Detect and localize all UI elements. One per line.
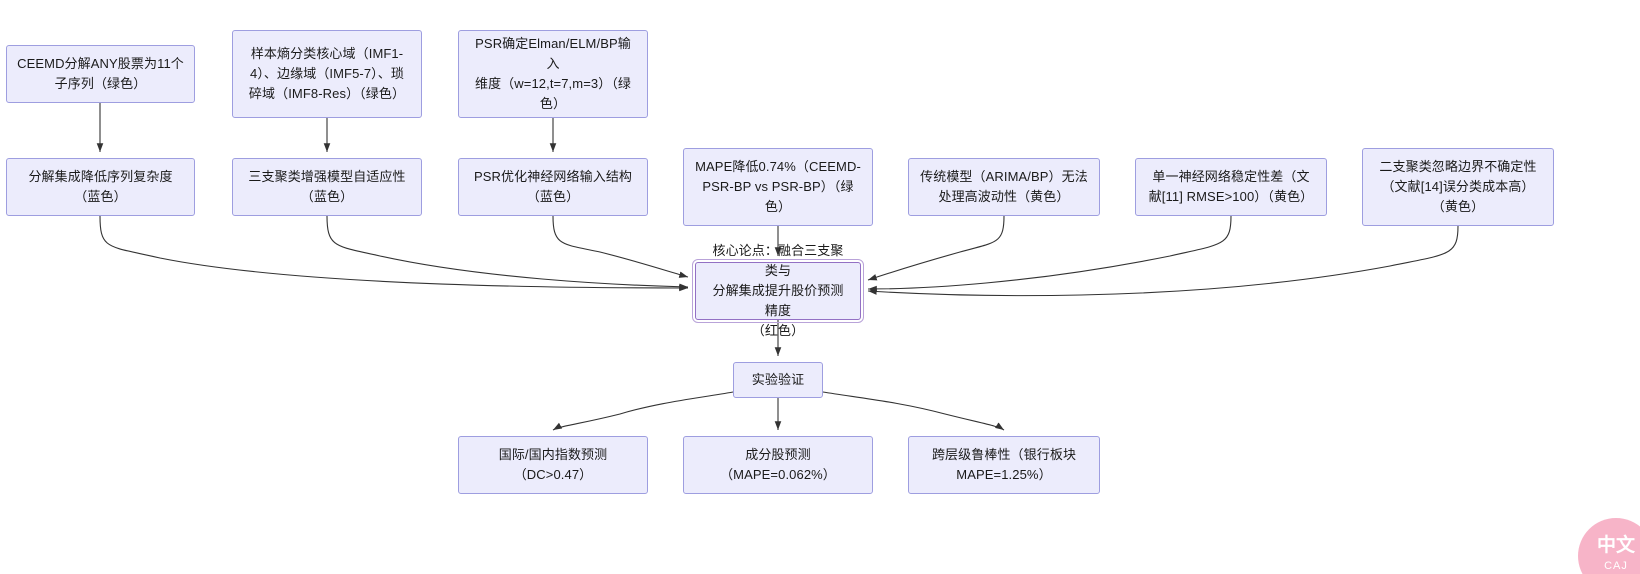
edge-n9-to-core (867, 215, 1232, 293)
node-n3[interactable]: PSR确定Elman/ELM/BP输入 维度（w=12,t=7,m=3）（绿 色… (458, 30, 648, 118)
node-label: 成分股预测 （MAPE=0.062%） (720, 447, 836, 482)
node-label: 三支聚类增强模型自适应性 （蓝色） (248, 169, 406, 204)
node-label: MAPE降低0.74%（CEEMD- PSR-BP vs PSR-BP）（绿 色… (695, 159, 861, 214)
watermark-sub-text: CAJ (1604, 560, 1628, 572)
node-n10[interactable]: 二支聚类忽略边界不确定性 （文献[14]误分类成本高） （黄色） (1362, 148, 1554, 226)
node-label: 分解集成降低序列复杂度 （蓝色） (28, 169, 173, 204)
node-label: 核心论点：融合三支聚类与 分解集成提升股价预测精度 （红色） (712, 243, 844, 338)
edge-n8-to-core (867, 215, 1005, 281)
edge-n5-to-core (326, 215, 689, 291)
node-n6[interactable]: PSR优化神经网络输入结构 （蓝色） (458, 158, 648, 216)
node-label: PSR确定Elman/ELM/BP输入 维度（w=12,t=7,m=3）（绿 色… (474, 36, 632, 111)
node-label: 传统模型（ARIMA/BP）无法 处理高波动性（黄色） (920, 169, 1088, 204)
watermark-main-text: 中文 (1596, 535, 1635, 556)
edge-n6-to-core (552, 215, 689, 278)
node-n5[interactable]: 三支聚类增强模型自适应性 （蓝色） (232, 158, 422, 216)
node-label: PSR优化神经网络输入结构 （蓝色） (473, 169, 633, 204)
node-r3[interactable]: 跨层级鲁棒性（银行板块 MAPE=1.25%） (908, 436, 1100, 494)
node-n7[interactable]: MAPE降低0.74%（CEEMD- PSR-BP vs PSR-BP）（绿 色… (683, 148, 873, 226)
node-r2[interactable]: 成分股预测 （MAPE=0.062%） (683, 436, 873, 494)
node-label: 跨层级鲁棒性（银行板块 MAPE=1.25%） (931, 447, 1077, 482)
node-n2[interactable]: 样本熵分类核心域（IMF1- 4）、边缘域（IMF5-7）、琐 碎域（IMF8-… (232, 30, 422, 118)
node-n1[interactable]: CEEMD分解ANY股票为11个 子序列（绿色） (6, 45, 195, 103)
edge-exp-to-r3 (822, 391, 1005, 431)
node-n4[interactable]: 分解集成降低序列复杂度 （蓝色） (6, 158, 195, 216)
node-label: 二支聚类忽略边界不确定性 （文献[14]误分类成本高） （黄色） (1379, 159, 1537, 214)
watermark-badge: 中文 CAJ (1578, 518, 1640, 574)
edge-exp-to-r1 (552, 391, 734, 431)
node-n8[interactable]: 传统模型（ARIMA/BP）无法 处理高波动性（黄色） (908, 158, 1100, 216)
node-label: 样本熵分类核心域（IMF1- 4）、边缘域（IMF5-7）、琐 碎域（IMF8-… (248, 46, 406, 101)
node-label: CEEMD分解ANY股票为11个 子序列（绿色） (17, 56, 184, 91)
edge-n4-to-core (99, 215, 689, 292)
node-r1[interactable]: 国际/国内指数预测 （DC>0.47） (458, 436, 648, 494)
node-n9[interactable]: 单一神经网络稳定性差（文 献[11] RMSE>100）（黄色） (1135, 158, 1327, 216)
node-exp[interactable]: 实验验证 (733, 362, 823, 398)
node-label: 国际/国内指数预测 （DC>0.47） (498, 447, 608, 482)
node-label: 实验验证 (751, 372, 805, 387)
node-label: 单一神经网络稳定性差（文 献[11] RMSE>100）（黄色） (1148, 169, 1314, 204)
node-core[interactable]: 核心论点：融合三支聚类与 分解集成提升股价预测精度 （红色） (692, 243, 864, 338)
edge-n10-to-core (867, 225, 1459, 297)
